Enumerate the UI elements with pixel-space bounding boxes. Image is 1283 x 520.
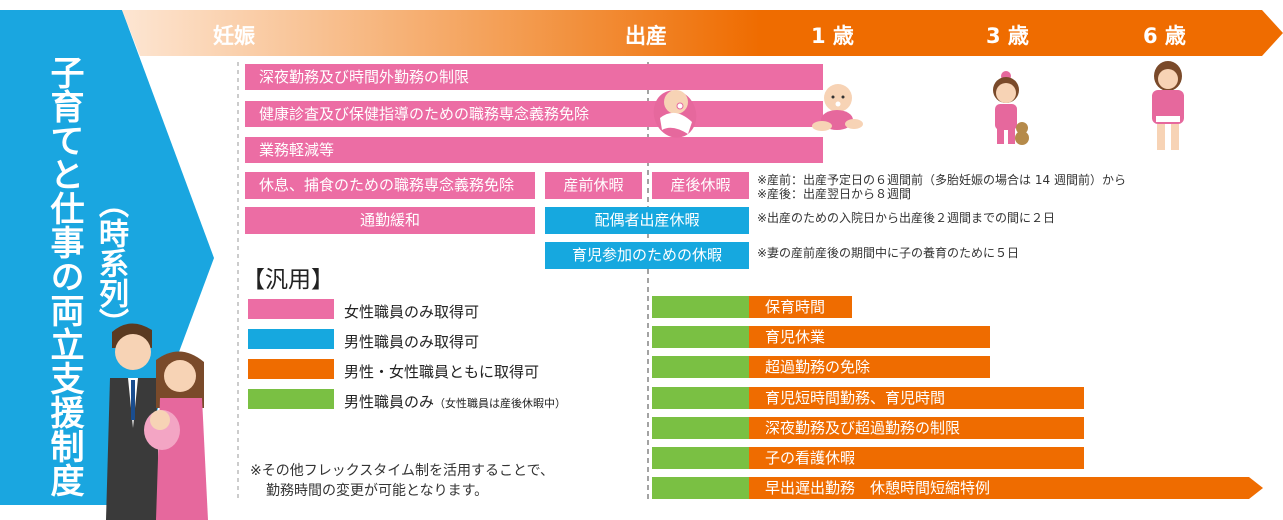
timeline-label-age-1: 1 歳	[811, 24, 854, 48]
legend-label-male-postnatal-sub: （女性職員は産後休暇中）	[434, 397, 567, 410]
bar-early-late-shift: 早出遅出勤務 休憩時間短縮特例	[765, 478, 991, 497]
bar-nursing-time: 保育時間	[749, 296, 852, 318]
bar-spouse-birth-leave: 配偶者出産休暇	[545, 207, 749, 234]
timeline-label-pregnancy: 妊娠	[213, 24, 255, 48]
bar-overtime-exemption: 超過勤務の免除	[749, 356, 990, 378]
sidebar-title: 子育てと仕事の両立支援制度	[44, 55, 84, 497]
family-illustration	[106, 323, 208, 520]
bar-night-overtime-limit: 深夜勤務及び時間外勤務の制限	[245, 64, 823, 90]
note-participation-leave: ※妻の産前産後の期間中に子の養育のために５日	[757, 246, 1020, 260]
legend-label-male-only: 男性職員のみ取得可	[344, 333, 480, 351]
green-prefix-6	[652, 447, 749, 469]
legend-title: 【汎用】	[242, 267, 334, 293]
bar-arrow-shape	[749, 477, 1263, 499]
green-prefix-4	[652, 387, 749, 409]
bar-commute-relief: 通勤緩和	[245, 207, 535, 234]
green-prefix-7	[652, 477, 749, 499]
bar-health-checkup-exemption: 健康診査及び保健指導のための職務専念義務免除	[245, 101, 823, 127]
legend-swatch-male-only	[248, 329, 334, 349]
timeline-label-age-6: 6 歳	[1143, 24, 1186, 48]
green-prefix-2	[652, 326, 749, 348]
bar-short-hours-childcare-time: 育児短時間勤務、育児時間	[749, 387, 1084, 409]
timeline-label-birth: 出産	[625, 24, 667, 48]
note-spouse-leave: ※出産のための入院日から出産後２週間までの間に２日	[757, 211, 1056, 225]
legend-label-male-postnatal-main: 男性職員のみ	[344, 393, 435, 411]
timeline-arrow	[122, 10, 1283, 56]
legend-label-both: 男性・女性職員ともに取得可	[344, 363, 540, 381]
bar-rest-meal-exemption: 休息、捕食のための職務専念義務免除	[245, 172, 535, 199]
bar-postnatal-leave: 産後休暇	[652, 172, 749, 199]
note-postnatal: ※産後：出産翌日から８週間	[757, 187, 912, 201]
green-prefix-1	[652, 296, 749, 318]
legend-swatch-female-only	[248, 299, 334, 319]
child-age-6-illustration	[1152, 61, 1184, 150]
bar-night-overtime-restriction: 深夜勤務及び超過勤務の制限	[749, 417, 1084, 439]
child-age-3-illustration	[993, 71, 1029, 145]
bar-childcare-leave: 育児休業	[749, 326, 990, 348]
green-prefix-5	[652, 417, 749, 439]
bar-prenatal-leave: 産前休暇	[545, 172, 642, 199]
legend-label-male-postnatal: 男性職員のみ（女性職員は産後休暇中）	[344, 391, 566, 412]
bar-work-reduction: 業務軽減等	[245, 137, 823, 163]
sidebar-subtitle: （時系列）	[93, 188, 128, 338]
bar-childcare-participation-leave: 育児参加のための休暇	[545, 242, 749, 269]
timeline-label-age-3: 3 歳	[986, 24, 1029, 48]
footnote-line-1: ※その他フレックスタイム制を活用することで、	[250, 463, 555, 479]
newborn-baby-illustration	[653, 90, 697, 138]
note-prenatal: ※産前：出産予定日の６週間前（多胎妊娠の場合は 14 週間前）から	[757, 173, 1126, 187]
baby-age-1-illustration	[812, 84, 863, 131]
legend-label-female-only: 女性職員のみ取得可	[344, 303, 480, 321]
legend-swatch-both	[248, 359, 334, 379]
footnote-line-2: 勤務時間の変更が可能となります。	[266, 483, 489, 499]
legend-swatch-male-postnatal	[248, 389, 334, 409]
bar-child-nursing-leave: 子の看護休暇	[749, 447, 1084, 469]
green-prefix-3	[652, 356, 749, 378]
